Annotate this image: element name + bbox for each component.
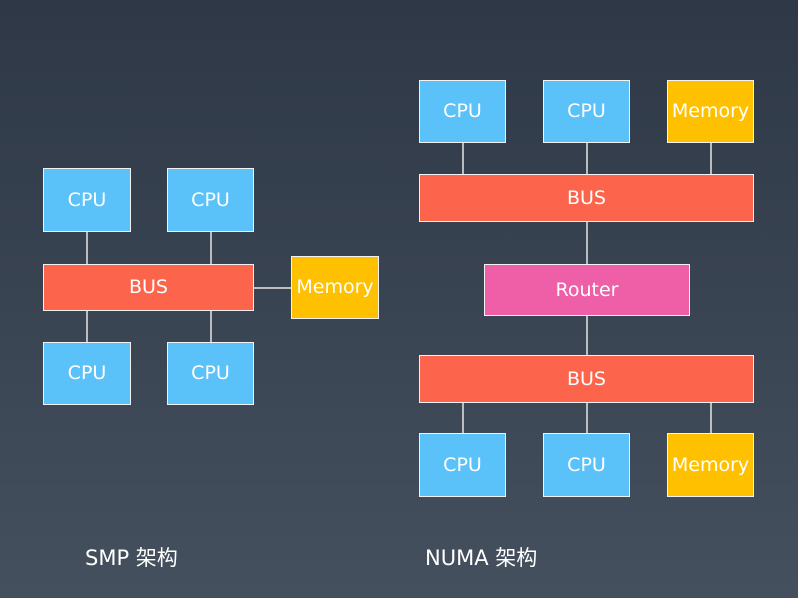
- numa-bottom-bus: BUS: [419, 355, 754, 403]
- numa-bottom-cpu-1: CPU: [419, 433, 506, 497]
- numa-top-bus: BUS: [419, 174, 754, 222]
- smp-cpu-bottom-right: CPU: [167, 342, 254, 405]
- smp-cpu-bottom-left: CPU: [43, 342, 131, 405]
- numa-caption: NUMA 架构: [425, 546, 538, 570]
- smp-caption: SMP 架构: [85, 546, 178, 570]
- smp-cpu-top-left: CPU: [43, 168, 131, 232]
- smp-cpu-top-right: CPU: [167, 168, 254, 232]
- numa-bottom-cpu-2: CPU: [543, 433, 630, 497]
- smp-memory: Memory: [291, 256, 379, 319]
- smp-bus: BUS: [43, 264, 254, 311]
- numa-top-cpu-1: CPU: [419, 80, 506, 143]
- numa-top-cpu-2: CPU: [543, 80, 630, 143]
- numa-router: Router: [484, 264, 690, 316]
- numa-bottom-memory: Memory: [667, 433, 754, 497]
- numa-top-memory: Memory: [667, 80, 754, 143]
